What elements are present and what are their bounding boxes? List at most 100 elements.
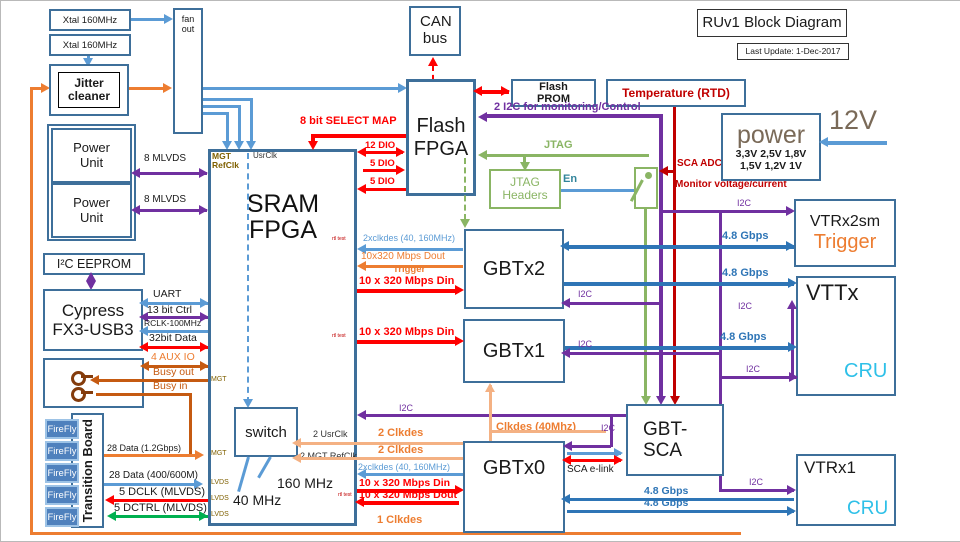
firefly-5: FireFly (45, 507, 79, 527)
signal-label: I2C (399, 403, 414, 413)
wire (203, 112, 229, 115)
title-box: RUv1 Block Diagram (697, 9, 847, 37)
arrow (355, 497, 364, 507)
gbt-sca-label: GBT-SCA (643, 418, 688, 461)
arrow (131, 168, 140, 178)
wire (129, 87, 165, 90)
signal-label: I2C (738, 301, 753, 311)
wire (96, 379, 208, 382)
sram-fpga-box (208, 149, 357, 526)
arrow (357, 147, 366, 157)
vtrx2sm-label: VTRx2sm (809, 212, 881, 230)
wire (659, 114, 663, 398)
arrow (561, 348, 570, 358)
wire (250, 98, 253, 144)
firefly-2: FireFly (45, 441, 79, 461)
wire (357, 489, 459, 493)
arrow (86, 281, 96, 290)
wire (673, 107, 676, 399)
signal-label: I2C (578, 289, 593, 299)
arrow (357, 244, 366, 254)
signal-label: 2xclkdes (40, 160MHz) (363, 233, 456, 243)
signal-label: 5 DIO (370, 176, 395, 187)
arrow (41, 83, 50, 93)
vtrx1-label: VTRx1 (804, 458, 856, 477)
xtal-2: Xtal 160MHz (49, 34, 131, 56)
arrow (107, 511, 116, 521)
arrow (473, 86, 482, 96)
arrow (561, 494, 570, 504)
firefly-3: FireFly (45, 463, 79, 483)
firefly-label: FireFly (47, 423, 77, 435)
signal-label: SCA ADC (677, 158, 722, 169)
diagram-title: RUv1 Block Diagram (702, 13, 842, 31)
signal-label: JTAG (544, 139, 573, 151)
wire (567, 510, 794, 513)
arrow (460, 219, 470, 228)
signal-label: 2 Clkdes (378, 444, 424, 456)
xtal-1: Xtal 160MHz (49, 9, 131, 31)
firefly-1: FireFly (45, 419, 79, 439)
wire (363, 151, 403, 154)
wire (567, 498, 794, 501)
signal-label: 10x320 Mbps Dout (361, 251, 445, 262)
signal-label: I2C (749, 477, 764, 487)
arrow (357, 184, 366, 194)
arrow (659, 166, 668, 176)
arrow (292, 438, 301, 448)
wire (363, 169, 401, 172)
signal-label: 2 Clkdes (378, 427, 424, 439)
signal-label: LVDS (211, 495, 229, 502)
wire (564, 282, 794, 286)
vtrx1-box (796, 454, 896, 526)
arrow (787, 485, 796, 495)
arrow (139, 342, 148, 352)
signal-label: 2 MGT RefClk (300, 451, 357, 461)
arrow (562, 455, 571, 465)
gbtx1-label: GBTx1 (482, 339, 546, 362)
vttx-label: VTTx (806, 280, 859, 305)
signal-label: rtl test (332, 333, 346, 339)
arrow (164, 14, 173, 24)
arrow (614, 455, 623, 465)
wire-dashed (247, 153, 249, 403)
wire (719, 211, 722, 492)
wire (492, 430, 606, 433)
wire (565, 346, 794, 350)
wire (363, 248, 463, 251)
arrow (292, 453, 301, 463)
switch-label: switch (245, 423, 287, 441)
signal-label: RCLK-100MHz (144, 318, 202, 328)
signal-label: MGT RefClk (212, 151, 239, 170)
wire (361, 501, 459, 505)
wire (791, 305, 794, 378)
signal-label: 5 DCLK (MLVDS) (119, 486, 205, 498)
signal-label: 10 x 320 Mbps Din (359, 275, 455, 287)
cypress-box: Cypress FX3-USB3 (43, 289, 143, 351)
wire (484, 154, 649, 157)
eeprom-box: I²C EEPROM (43, 253, 145, 275)
signal-label: UsrClk (253, 151, 277, 160)
wire (825, 141, 887, 145)
arrow (560, 241, 569, 251)
jitter-cleaner-box: Jitter cleaner (49, 64, 129, 116)
flash-prom-label: Flash PROM (537, 80, 570, 105)
power-unit-1: Power Unit (51, 128, 132, 183)
wire (363, 188, 407, 191)
wire (567, 302, 661, 305)
arrow (787, 300, 797, 309)
signal-label: Monitor voltage/current (675, 179, 787, 190)
arrow (455, 285, 464, 295)
signal-label: 4.8 Gbps (722, 230, 769, 242)
signal-label: 28 Data (400/600M) (109, 470, 198, 481)
power-rails-2: 1,5V 1,2V 1V (740, 159, 802, 172)
gbtx2-box: GBTx2 (464, 229, 564, 309)
arrow (243, 399, 253, 408)
wire (363, 265, 463, 268)
key-icon (71, 387, 86, 402)
arrow (396, 147, 405, 157)
wire (30, 87, 33, 534)
arrow (563, 441, 572, 451)
vttx-box (796, 276, 896, 396)
